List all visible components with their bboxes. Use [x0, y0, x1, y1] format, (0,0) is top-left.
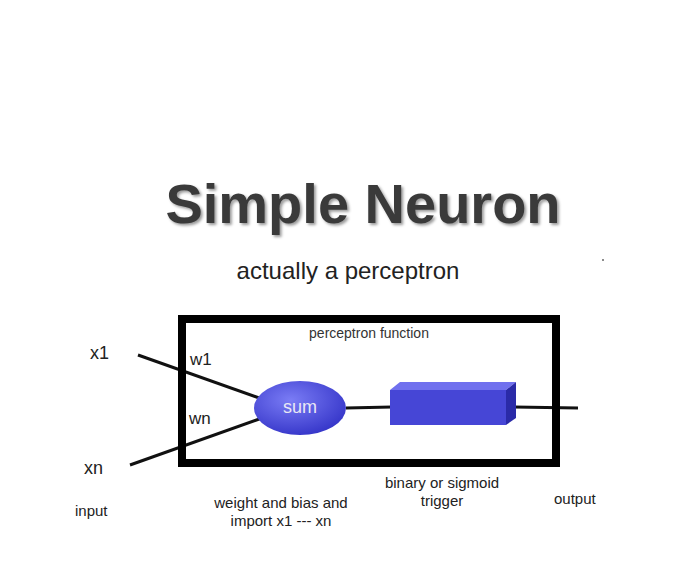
- trigger-block-side: [506, 382, 516, 425]
- text-label: xn: [84, 458, 103, 480]
- signal-line: [346, 407, 392, 408]
- trigger-block-top: [390, 382, 516, 390]
- sum-ellipse: sum: [253, 380, 347, 436]
- perceptron-box: perceptron function sum: [178, 315, 560, 467]
- diagram-title: Simple Neuron: [165, 170, 560, 237]
- text-label: w1: [190, 350, 212, 370]
- dot: [602, 259, 604, 261]
- node-label: sum: [283, 397, 317, 419]
- box-heading: perceptron function: [309, 325, 429, 342]
- text-label: output: [554, 490, 596, 508]
- trigger-block: [390, 390, 506, 425]
- output-line: [514, 407, 578, 408]
- text-label: input: [75, 502, 108, 520]
- text-label: weight and bias and import x1 --- xn: [196, 494, 366, 530]
- text-label: actually a perceptron: [237, 257, 460, 286]
- text-label: wn: [189, 409, 211, 429]
- text-label: binary or sigmoid trigger: [372, 474, 512, 510]
- text-label: x1: [90, 343, 109, 365]
